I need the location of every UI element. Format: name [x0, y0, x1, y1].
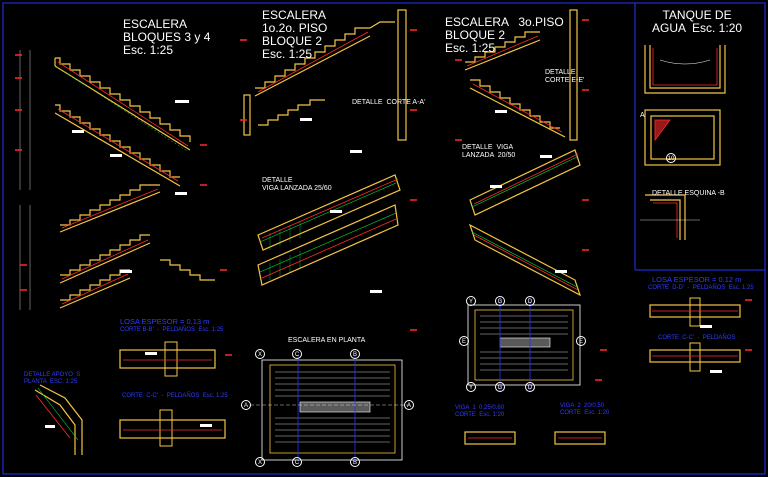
- title-escalera-bloques-3-4: ESCALERA BLOQUES 3 y 4 Esc. 1:25: [123, 17, 211, 57]
- axis-bubble-e-right: E: [576, 336, 586, 346]
- axis-bubble-c-top: C: [292, 349, 302, 359]
- viga-lanzada-20-50-drawing: [468, 149, 582, 297]
- losa-detail-left: [119, 341, 226, 447]
- stair-section-bloques-3-4-lower: [19, 184, 215, 310]
- losa-detail-right: [649, 297, 741, 372]
- detalle-apoyo-drawing: [34, 384, 83, 455]
- label-detalle-corte-aa: DETALLE CORTE A-A': [352, 99, 426, 106]
- axis-bubble-g-bottom: G: [495, 382, 505, 392]
- note-losa-right-sub: CORTE D-D' - PELDAÑOS Esc. 1:25: [648, 285, 754, 291]
- note-corte-cc-left: CORTE C-C' - PELDAÑOS Esc. 1:25: [122, 393, 228, 399]
- stair-section-bloques-3-4-upper: [19, 50, 191, 190]
- tank-detail-bubble-10: 10: [666, 153, 676, 163]
- note-losa-espesor-left: LOSA ESPESOR = 0.13 m: [120, 317, 210, 326]
- note-corte-cc-right: CORTE C-C' - PELDAÑOS: [658, 335, 736, 341]
- label-escalera-en-planta: ESCALERA EN PLANTA: [288, 337, 366, 344]
- stair-section-1o-2o-piso: [243, 9, 407, 141]
- label-detalle-corte-ee: DETALLE CORTE E-E': [545, 69, 585, 84]
- axis-bubble-d-bottom: D: [525, 382, 535, 392]
- tank-section-mark-a: A: [640, 112, 645, 119]
- dimension-markers: [15, 19, 752, 381]
- axis-bubble-a-right: A: [404, 400, 414, 410]
- label-detalle-viga-25-60: DETALLE VIGA LANZADA 25/60: [262, 177, 332, 192]
- axis-bubble-c-bottom: C: [292, 457, 302, 467]
- label-detalle-esquina-b: DETALLE ESQUINA -B: [652, 190, 725, 197]
- note-viga-a: VIGA 1 0.25/0.60 CORTE Esc. 1:20: [455, 405, 505, 418]
- viga-lanzada-25-60-drawing: [257, 174, 401, 286]
- note-detalle-apoyo: DETALLE APOYO S PLANTA ESC. 1:25: [24, 372, 81, 385]
- axis-bubble-b-bottom: B: [350, 457, 360, 467]
- axis-bubble-x-top: X: [255, 349, 265, 359]
- escalera-planta-left-drawing: [250, 355, 410, 462]
- note-losa-espesor-right: LOSA ESPESOR = 0.12 m: [652, 275, 742, 284]
- escalera-planta-right-drawing: [467, 298, 581, 392]
- annotation-bars: [45, 100, 722, 428]
- axis-bubble-x-bottom: X: [255, 457, 265, 467]
- title-escalera-3o-piso: ESCALERA 3o.PISO BLOQUE 2 Esc. 1:25: [445, 15, 564, 55]
- note-viga-b: VIGA 2 20/0.50 CORTE Esc. 1:20: [560, 403, 610, 416]
- axis-bubble-e-left: E: [459, 336, 469, 346]
- axis-bubble-y-bottom: Y: [466, 382, 476, 392]
- axis-bubble-a-left: A: [241, 400, 251, 410]
- title-escalera-1o-2o-piso: ESCALERA 1o.2o. PISO BLOQUE 2 Esc. 1:25: [262, 8, 328, 61]
- axis-bubble-d-top: D: [525, 296, 535, 306]
- note-losa-left-sub: CORTE B-B' - PELDAÑOS Esc. 1:25: [120, 327, 224, 333]
- viga-sections: [464, 431, 606, 445]
- tanque-drawings: [640, 45, 726, 240]
- stair-section-3o-piso: [464, 9, 578, 141]
- axis-bubble-y-top: Y: [466, 296, 476, 306]
- axis-bubble-b-top: B: [350, 349, 360, 359]
- axis-bubble-g-top: G: [495, 296, 505, 306]
- label-detalle-viga-20-50: DETALLE VIGA LANZADA 20/50: [462, 144, 516, 159]
- title-tanque-de-agua: TANQUE DE AGUA Esc. 1:20: [652, 8, 743, 35]
